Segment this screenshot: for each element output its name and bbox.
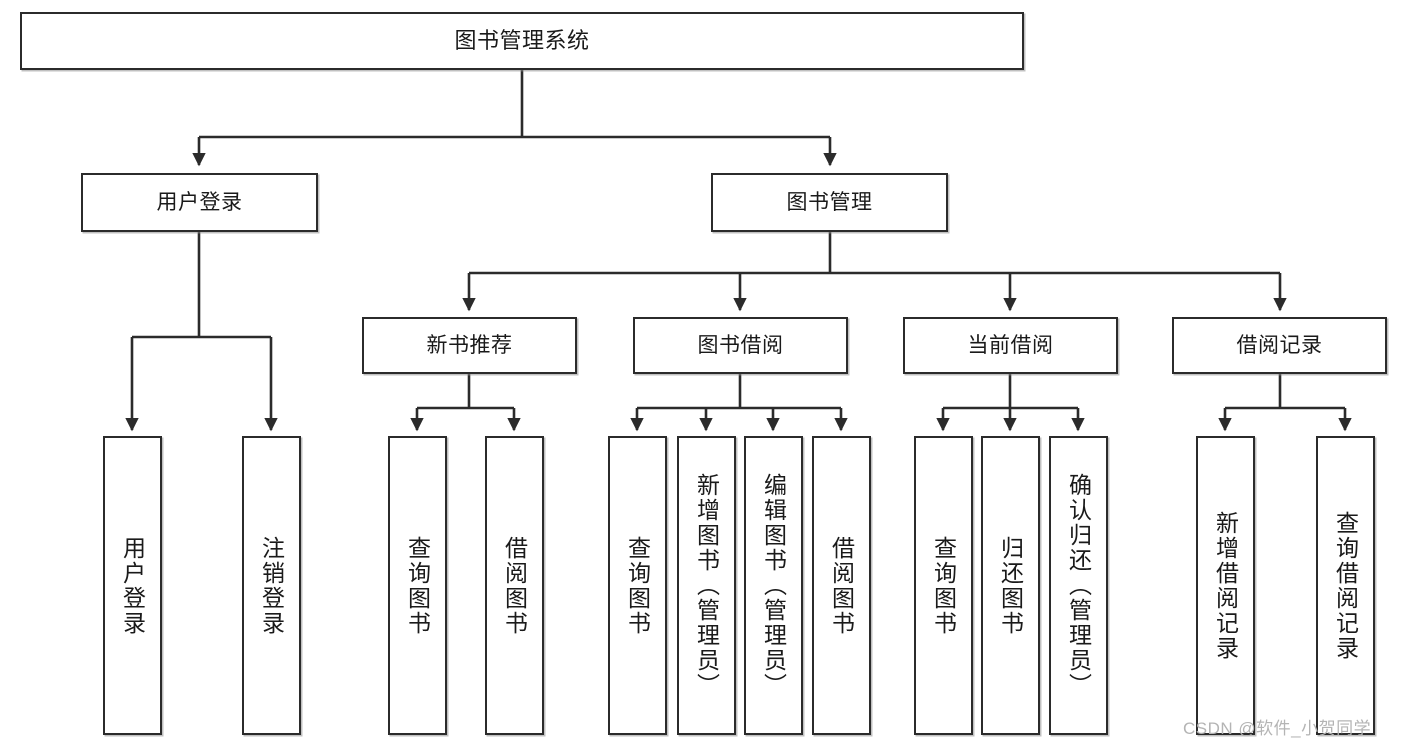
- node-book-management[interactable]: 图书管理: [711, 173, 948, 232]
- leaf-current-query-book[interactable]: 查询图书: [914, 436, 973, 735]
- node-label: 图书管理系统: [454, 27, 590, 53]
- node-label: 新增图书（管理员）: [693, 473, 720, 698]
- node-label: 查询图书: [624, 535, 651, 636]
- leaf-user-login-signin[interactable]: 用户登录: [103, 436, 162, 735]
- node-new-book-recommend[interactable]: 新书推荐: [362, 317, 577, 374]
- node-book-borrow[interactable]: 图书借阅: [633, 317, 848, 374]
- node-label: 借阅图书: [501, 535, 528, 636]
- leaf-current-confirm-return-admin[interactable]: 确认归还（管理员）: [1049, 436, 1108, 735]
- node-label: 新增借阅记录: [1212, 510, 1239, 661]
- node-user-login[interactable]: 用户登录: [81, 173, 318, 232]
- leaf-record-query-record[interactable]: 查询借阅记录: [1316, 436, 1375, 735]
- node-label: 借阅图书: [828, 535, 855, 636]
- leaf-record-add-record[interactable]: 新增借阅记录: [1196, 436, 1255, 735]
- node-label: 当前借阅: [967, 333, 1054, 357]
- node-label: 借阅记录: [1236, 333, 1323, 357]
- node-label: 用户登录: [119, 535, 146, 636]
- leaf-user-login-signout[interactable]: 注销登录: [242, 436, 301, 735]
- csdn-watermark: CSDN @软件_小贺同学: [1183, 719, 1372, 738]
- node-label: 新书推荐: [426, 333, 513, 357]
- node-label: 用户登录: [156, 190, 243, 214]
- node-root-system[interactable]: 图书管理系统: [20, 12, 1024, 70]
- leaf-recommend-query-book[interactable]: 查询图书: [388, 436, 447, 735]
- node-label: 图书借阅: [697, 333, 784, 357]
- node-borrow-record[interactable]: 借阅记录: [1172, 317, 1387, 374]
- node-label: 查询图书: [404, 535, 431, 636]
- node-label: 确认归还（管理员）: [1065, 473, 1092, 698]
- leaf-borrow-borrow-book[interactable]: 借阅图书: [812, 436, 871, 735]
- node-label: 查询借阅记录: [1332, 510, 1359, 661]
- leaf-borrow-edit-book-admin[interactable]: 编辑图书（管理员）: [744, 436, 803, 735]
- node-label: 注销登录: [258, 535, 285, 636]
- node-label: 归还图书: [997, 535, 1024, 636]
- leaf-recommend-borrow-book[interactable]: 借阅图书: [485, 436, 544, 735]
- node-label: 查询图书: [930, 535, 957, 636]
- leaf-current-return-book[interactable]: 归还图书: [981, 436, 1040, 735]
- node-label: 图书管理: [786, 190, 873, 214]
- node-label: 编辑图书（管理员）: [760, 473, 787, 698]
- leaf-borrow-add-book-admin[interactable]: 新增图书（管理员）: [677, 436, 736, 735]
- leaf-borrow-query-book[interactable]: 查询图书: [608, 436, 667, 735]
- node-current-borrow[interactable]: 当前借阅: [903, 317, 1118, 374]
